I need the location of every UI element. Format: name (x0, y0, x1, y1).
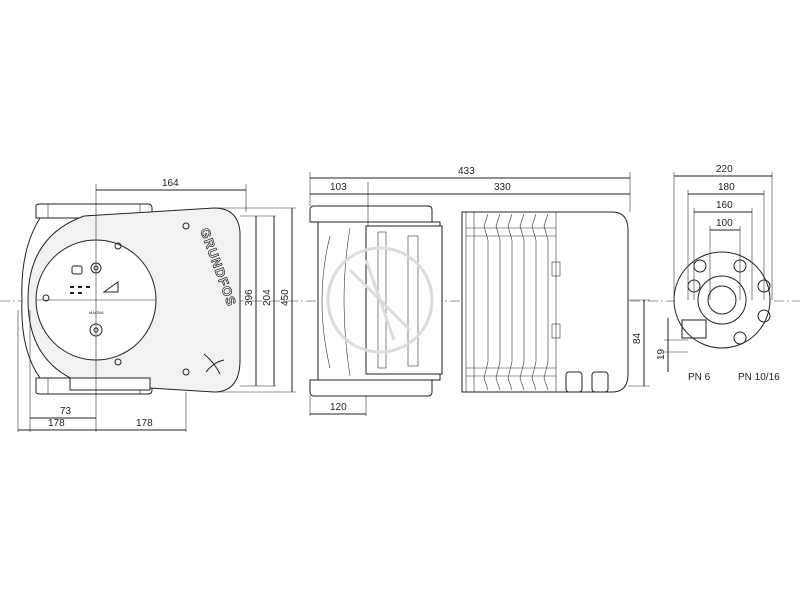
panel-label: MAGNA (89, 310, 104, 315)
flange-view (673, 251, 771, 349)
dim-433: 433 (458, 166, 475, 177)
dim-450: 450 (280, 289, 291, 306)
screw-icon (114, 358, 122, 366)
dim-396: 396 (244, 289, 255, 306)
side-bottom-flange (309, 379, 433, 397)
dim-19: 19 (656, 348, 667, 360)
flange-bore (697, 275, 747, 325)
watermark-logo-mark (348, 259, 412, 341)
display-window-icon (71, 265, 83, 275)
side-view (309, 205, 629, 397)
front-terminal-box (69, 377, 151, 391)
screw-icon (182, 368, 190, 376)
front-dimensions: 164 396 204 450 73 178 178 (17, 178, 296, 432)
side-motor (461, 211, 629, 393)
dim-204: 204 (262, 289, 273, 306)
screw-icon (42, 294, 50, 302)
dim-180: 180 (718, 182, 735, 193)
label-pn1016: PN 10/16 (738, 372, 780, 383)
front-view: MAGNA GRUNDFOS (21, 203, 241, 395)
dim-120: 120 (330, 402, 347, 413)
flange-dimensions: 220 180 160 100 19 PN 6 PN 10/16 (656, 164, 780, 383)
dim-330: 330 (494, 182, 511, 193)
flange-outer (673, 251, 771, 349)
brand-logo-icon (203, 353, 225, 375)
screw-icon (182, 222, 190, 230)
dim-73: 73 (60, 406, 72, 417)
dim-164: 164 (162, 178, 179, 189)
label-pn6: PN 6 (688, 372, 711, 383)
dim-84: 84 (632, 332, 643, 344)
dim-100: 100 (716, 218, 733, 229)
cooling-fins (483, 213, 549, 391)
cable-gland (565, 371, 583, 393)
screw-icon (114, 242, 122, 250)
level-indicator-icon (102, 281, 119, 293)
dim-160: 160 (716, 200, 733, 211)
cable-gland (591, 371, 609, 393)
bolt-detail (681, 319, 707, 339)
dim-103: 103 (330, 182, 347, 193)
dim-178-left: 178 (48, 418, 65, 429)
led-row (70, 286, 90, 294)
dim-220: 220 (716, 164, 733, 175)
side-dimensions: 433 103 330 120 84 (309, 166, 650, 416)
bolt-hole-icon (757, 309, 771, 323)
side-top-flange (309, 205, 433, 223)
bolt-hole-icon (733, 331, 747, 345)
watermark-logo (326, 246, 434, 354)
dim-178-right: 178 (136, 418, 153, 429)
